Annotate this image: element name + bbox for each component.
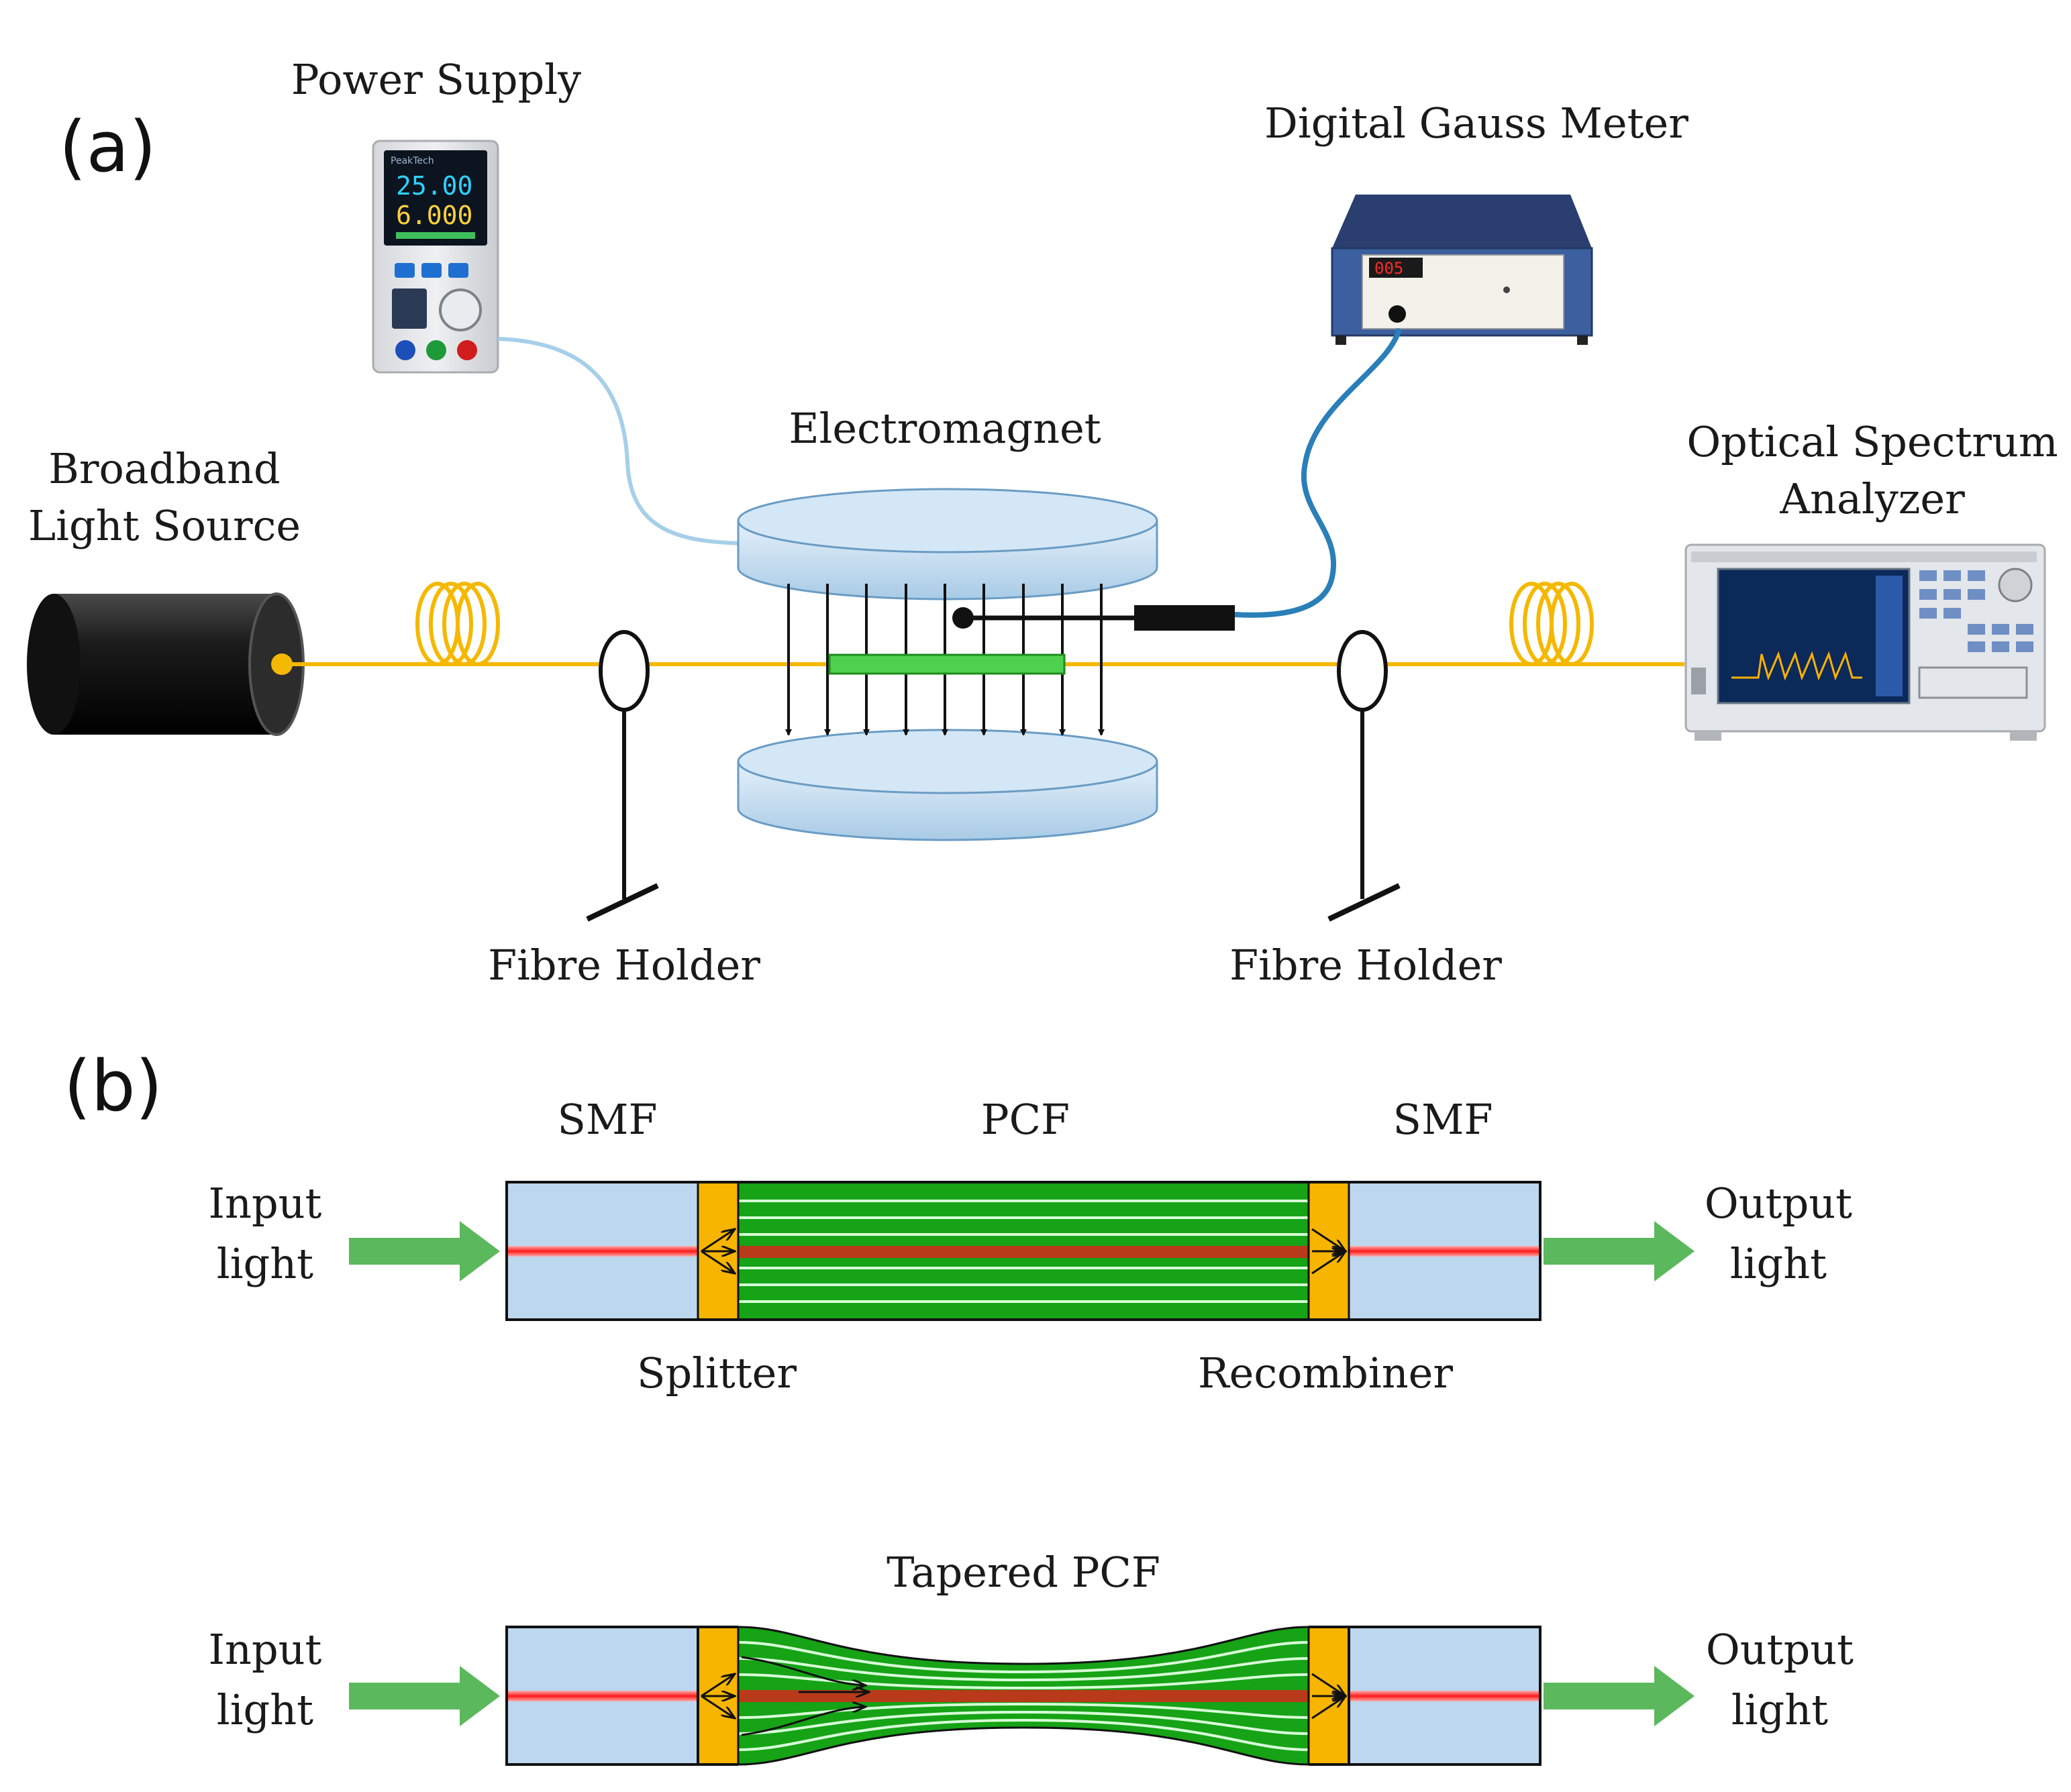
- output-label-top-2: light: [1730, 1239, 1827, 1288]
- osa-label-2: Analyzer: [1779, 474, 1965, 523]
- gauss-readout: 005: [1374, 259, 1403, 278]
- input-label-top-2: light: [217, 1239, 313, 1288]
- pcf-label: PCF: [981, 1095, 1070, 1144]
- smf-right-label: SMF: [1393, 1095, 1493, 1144]
- output-arrow-bottom: [1544, 1666, 1695, 1726]
- output-arrow-top: [1544, 1221, 1695, 1281]
- fibre-holder-left-label: Fibre Holder: [488, 941, 760, 990]
- gauss-cable: [1234, 327, 1402, 618]
- input-arrow-top: [349, 1221, 500, 1281]
- optical-spectrum-analyzer: [1684, 543, 2046, 741]
- fibre-coil-right: [1509, 582, 1594, 666]
- light-source-label-2: Light Source: [28, 501, 301, 550]
- ps-display-top: 25.00: [396, 171, 472, 201]
- smf-left-label: SMF: [558, 1095, 658, 1144]
- ps-display-bottom: 6.000: [396, 201, 472, 230]
- fibre-holder-right: [1327, 630, 1401, 922]
- input-label-bottom-2: light: [217, 1685, 313, 1734]
- output-label-bottom-2: light: [1731, 1685, 1828, 1734]
- gauss-probe: [952, 605, 1235, 631]
- power-cable: [497, 337, 746, 545]
- recombiner-label: Recombiner: [1198, 1349, 1453, 1398]
- output-label-bottom-1: Output: [1706, 1625, 1854, 1674]
- input-label-top-1: Input: [209, 1179, 322, 1228]
- light-source: [27, 592, 305, 736]
- pcf-straight-structure: [505, 1181, 1542, 1321]
- pcf-tapered-structure: [505, 1626, 1542, 1766]
- splitter-label: Splitter: [637, 1349, 797, 1398]
- tapered-pcf-label: Tapered PCF: [887, 1548, 1160, 1597]
- electromagnet-top-pole: [737, 488, 1158, 600]
- panel-b-label: (b): [64, 1045, 162, 1127]
- gauss-meter-label: Digital Gauss Meter: [1264, 99, 1688, 148]
- panel-a-label: (a): [59, 106, 156, 188]
- fibre-coil-left: [415, 582, 500, 666]
- light-source-label-1: Broadband: [48, 444, 280, 493]
- gauss-meter: 005: [1331, 195, 1593, 345]
- output-label-top-1: Output: [1705, 1179, 1852, 1228]
- fibre-holder-right-label: Fibre Holder: [1229, 941, 1502, 990]
- electromagnet-label: Electromagnet: [789, 404, 1101, 453]
- fibre-holder-left: [586, 630, 659, 922]
- pcf-sample: [828, 653, 1066, 675]
- input-arrow-bottom: [349, 1666, 500, 1726]
- svg-text:PeakTech: PeakTech: [391, 156, 434, 166]
- electromagnet-bottom-pole: [737, 729, 1158, 841]
- input-label-bottom-1: Input: [209, 1625, 322, 1674]
- power-supply-label: Power Supply: [291, 55, 581, 104]
- osa-label-1: Optical Spectrum: [1686, 417, 2058, 466]
- power-supply: PeakTech 25.00 6.000: [372, 140, 499, 374]
